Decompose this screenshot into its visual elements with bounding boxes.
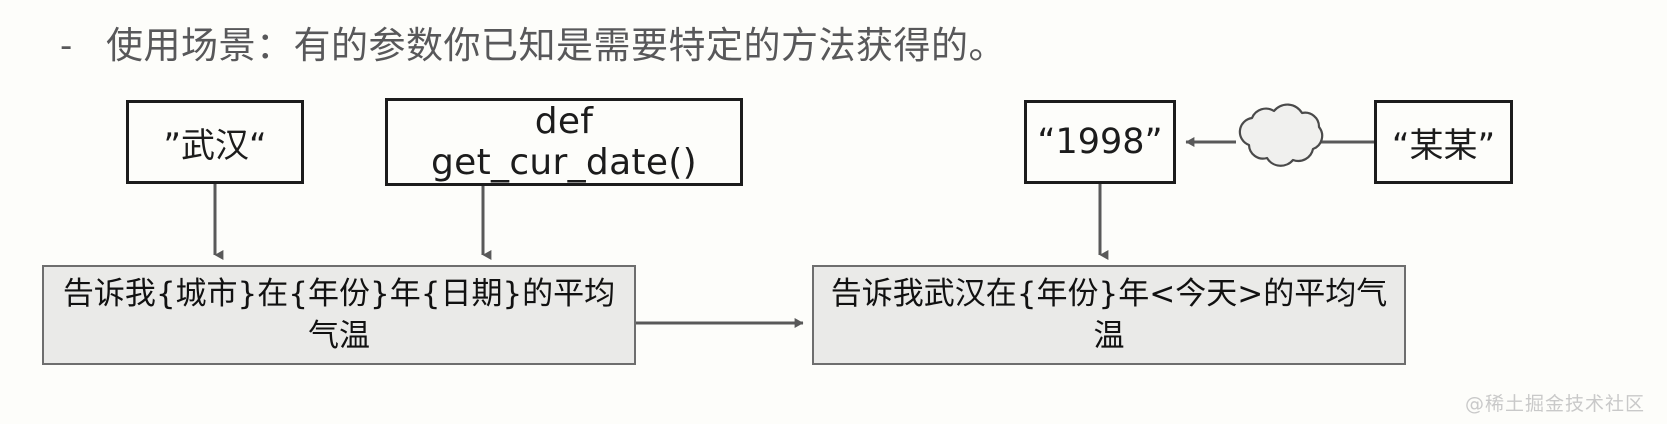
node-year-label: “1998” — [1037, 122, 1163, 162]
page-title: 使用场景：有的参数你已知是需要特定的方法获得的。 — [106, 24, 1006, 67]
node-city-value[interactable]: ”武汉“ — [126, 100, 304, 184]
watermark: @稀土掘金技术社区 — [1464, 393, 1645, 415]
node-prompt-template-label: 告诉我{城市}在{年份}年{日期}的平均气温 — [62, 276, 616, 354]
node-prompt-template[interactable]: 告诉我{城市}在{年份}年{日期}的平均气温 — [42, 265, 636, 365]
bullet-dash-icon: - — [60, 26, 73, 66]
node-prompt-result-label: 告诉我武汉在{年份}年<今天>的平均气温 — [830, 276, 1388, 354]
node-prompt-result[interactable]: 告诉我武汉在{年份}年<今天>的平均气温 — [812, 265, 1406, 365]
node-city-label: ”武汉“ — [163, 125, 267, 166]
node-function-def[interactable]: def get_cur_date() — [385, 98, 743, 186]
node-someone-value[interactable]: “某某” — [1374, 100, 1513, 184]
heading: - 使用场景：有的参数你已知是需要特定的方法获得的。 — [60, 16, 1006, 76]
cloud-icon — [1238, 103, 1324, 167]
node-function-label: def get_cur_date() — [431, 101, 697, 183]
node-year-value[interactable]: “1998” — [1024, 100, 1176, 184]
node-someone-label: “某某” — [1391, 125, 1496, 166]
